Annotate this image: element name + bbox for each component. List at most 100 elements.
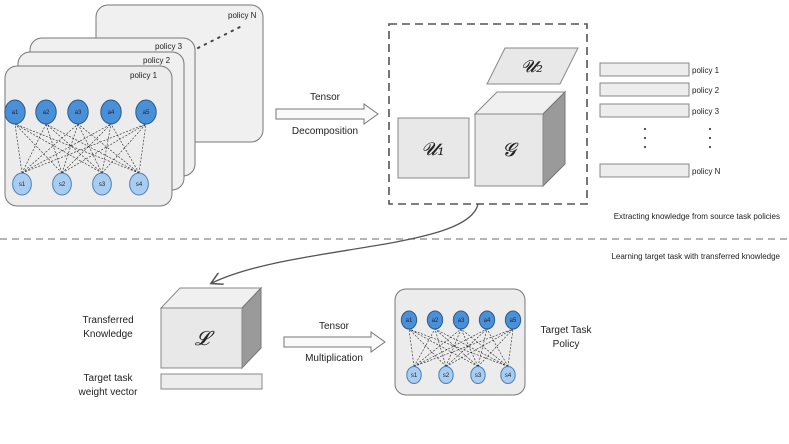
decomposition-label-top: Tensor bbox=[310, 92, 341, 103]
target-net-edge bbox=[434, 328, 447, 367]
target-net-output-node: a1 bbox=[400, 310, 418, 330]
target-net-input-node: s4 bbox=[500, 366, 516, 384]
source-net-input-label: s2 bbox=[59, 182, 66, 188]
target-net-edge bbox=[413, 328, 436, 367]
source-net-edge bbox=[77, 123, 140, 174]
learn-caption: Learning target task with transferred kn… bbox=[611, 252, 780, 261]
multiplication-label-bottom: Multiplication bbox=[305, 353, 363, 364]
policy-card-1-label: policy 1 bbox=[130, 71, 158, 80]
target-net-edge bbox=[445, 328, 488, 367]
decomposition-box: 𝓤₂ 𝓤₁ 𝓖 bbox=[388, 23, 588, 205]
target-net-input-label: s3 bbox=[475, 373, 482, 379]
target-policy-network: a1 a2 a3 a4 a5 s1 s2 s3 s4 bbox=[400, 310, 522, 384]
policy-bars-ellipsis bbox=[643, 127, 712, 149]
weight-vector-bar bbox=[160, 373, 263, 390]
target-net-output-label: a3 bbox=[458, 318, 465, 324]
source-net-edge bbox=[110, 123, 140, 174]
source-net-input-label: s3 bbox=[99, 182, 106, 188]
source-net-output-node: a1 bbox=[4, 99, 26, 125]
decomposition-arrow: Tensor Decomposition bbox=[275, 92, 379, 137]
target-net-edge bbox=[507, 328, 514, 367]
target-net-output-node: a5 bbox=[504, 310, 522, 330]
target-net-edge bbox=[408, 328, 415, 367]
target-net-input-label: s4 bbox=[505, 373, 512, 379]
extract-caption: Extracting knowledge from source task po… bbox=[614, 212, 780, 221]
policy-bars: policy 1 policy 2 policy 3 policy N bbox=[599, 62, 721, 178]
source-net-edge bbox=[14, 123, 140, 174]
source-net-output-label: a4 bbox=[108, 110, 115, 116]
source-net-output-label: a1 bbox=[12, 110, 19, 116]
policy-bar-3 bbox=[599, 103, 690, 118]
source-net-edge bbox=[61, 123, 147, 174]
target-net-edge bbox=[434, 328, 479, 367]
target-net-edge bbox=[477, 328, 488, 367]
target-net-edge bbox=[445, 328, 514, 367]
policy-card-n-label: policy N bbox=[228, 11, 257, 20]
source-net-input-node: s4 bbox=[129, 172, 149, 196]
policy-bar-2-label: policy 2 bbox=[692, 86, 720, 95]
target-net-edge bbox=[413, 328, 488, 367]
target-net-input-label: s1 bbox=[411, 373, 418, 379]
target-net-edge bbox=[460, 328, 509, 367]
target-net-output-label: a4 bbox=[484, 318, 491, 324]
core-symbol: 𝓖 bbox=[502, 139, 519, 161]
knowledge-cube: 𝓛 bbox=[159, 286, 263, 370]
target-net-input-node: s3 bbox=[470, 366, 486, 384]
source-net-output-node: a3 bbox=[67, 99, 89, 125]
target-net-output-node: a4 bbox=[478, 310, 496, 330]
target-net-input-label: s2 bbox=[443, 373, 450, 379]
source-policy-network: a1 a2 a3 a4 a5 s1 s2 s3 s4 bbox=[4, 99, 157, 196]
multiplication-label-top: Tensor bbox=[319, 321, 350, 332]
source-net-output-node: a5 bbox=[135, 99, 157, 125]
source-net-edge bbox=[45, 123, 103, 174]
source-net-edge bbox=[14, 123, 63, 174]
target-net-input-node: s2 bbox=[438, 366, 454, 384]
source-net-edge bbox=[21, 123, 79, 174]
source-net-input-label: s1 bbox=[19, 182, 26, 188]
transfer-arrow bbox=[212, 203, 479, 283]
source-net-edge bbox=[101, 123, 147, 174]
source-net-edge bbox=[21, 123, 147, 174]
target-net-output-node: a2 bbox=[426, 310, 444, 330]
weight-vector-label-2: weight vector bbox=[78, 387, 139, 398]
source-net-output-label: a2 bbox=[43, 110, 50, 116]
source-net-output-label: a3 bbox=[75, 110, 82, 116]
target-net-output-node: a3 bbox=[452, 310, 470, 330]
source-net-edge bbox=[101, 123, 112, 174]
source-net-edge bbox=[45, 123, 140, 174]
transferred-knowledge-label-1: Transferred bbox=[82, 315, 133, 326]
target-net-edge bbox=[408, 328, 479, 367]
target-net-input-node: s1 bbox=[406, 366, 422, 384]
source-net-edge bbox=[45, 123, 63, 174]
source-net-input-node: s2 bbox=[52, 172, 72, 196]
policy-bar-n bbox=[599, 163, 690, 178]
target-net-edge bbox=[408, 328, 509, 367]
policy-card-3-label: policy 3 bbox=[155, 42, 183, 51]
source-net-input-label: s4 bbox=[136, 182, 143, 188]
target-net-edge bbox=[413, 328, 462, 367]
u2-factor: 𝓤₂ bbox=[486, 47, 579, 85]
u1-symbol: 𝓤₁ bbox=[421, 139, 444, 160]
source-net-input-node: s3 bbox=[92, 172, 112, 196]
policy-bar-1-label: policy 1 bbox=[692, 66, 720, 75]
target-net-edge bbox=[486, 328, 509, 367]
target-net-output-label: a5 bbox=[510, 318, 517, 324]
source-net-edge bbox=[138, 123, 147, 174]
core-tensor-cube: 𝓖 bbox=[473, 90, 567, 188]
transferred-knowledge-label-2: Knowledge bbox=[83, 329, 133, 340]
source-net-output-node: a4 bbox=[100, 99, 122, 125]
target-policy-label-2: Policy bbox=[553, 339, 580, 350]
source-net-output-label: a5 bbox=[143, 110, 150, 116]
source-net-edges bbox=[14, 123, 147, 174]
target-net-edge bbox=[408, 328, 447, 367]
source-net-edge bbox=[61, 123, 112, 174]
target-net-output-label: a1 bbox=[406, 318, 413, 324]
transferred-knowledge: Transferred Knowledge 𝓛 Target task weig… bbox=[78, 286, 263, 398]
target-net-edge bbox=[434, 328, 509, 367]
policy-bar-1 bbox=[599, 62, 690, 77]
multiplication-arrow: Tensor Multiplication bbox=[283, 321, 386, 364]
source-net-input-node: s1 bbox=[12, 172, 32, 196]
